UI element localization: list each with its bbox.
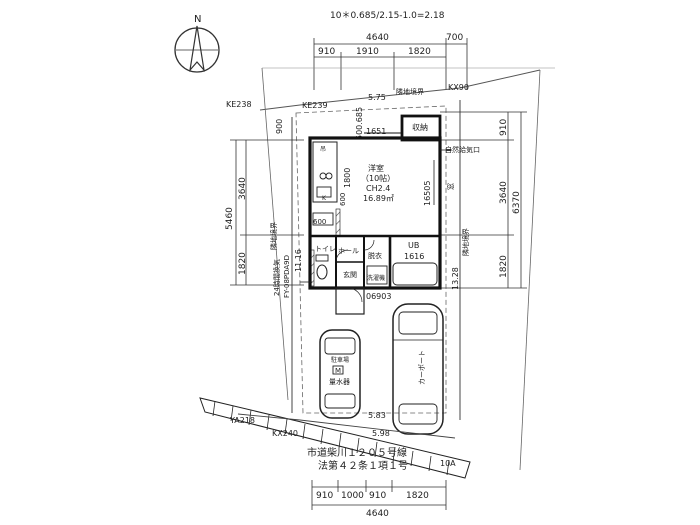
left-label-fan-model: FY-08PDA9D (283, 255, 291, 298)
length-bottom-outer: 5.98 (372, 429, 390, 438)
large-car-label: カーポート (418, 350, 426, 385)
length-top: 5.75 (368, 93, 386, 102)
right-dim-total: 6370 (512, 191, 522, 214)
left-dim-upper: 3640 (238, 177, 248, 200)
right-dim-top: 910 (499, 119, 509, 136)
right-dim-mid: 3640 (499, 181, 509, 204)
bottom-dim-seg4: 1820 (406, 491, 429, 501)
room-western-size: （10帖） (361, 173, 395, 183)
supply-vent-label: 自然給気口 (445, 145, 480, 154)
point-kx90: KX90 (448, 83, 469, 92)
room-western-name: 洋室 (368, 163, 384, 173)
top-neighbor-label: 隣地境界 (396, 87, 424, 96)
upper-cabinet-label: 吊 (320, 146, 326, 153)
point-ke238: KE238 (226, 100, 252, 109)
room-bath-name: UB (408, 241, 419, 250)
bottom-dim-total: 4640 (366, 509, 389, 519)
kitchen-label: K (322, 195, 327, 202)
side-dim-a: 900 (275, 119, 284, 134)
dim-1651: 1651 (366, 127, 386, 136)
top-dim-total: 4640 (366, 33, 389, 43)
room-dressing: 脱衣 (368, 251, 382, 260)
point-kx240: KX240 (272, 429, 298, 438)
bottom-dim-seg2: 1000 (341, 491, 364, 501)
header-note: 10＊0.685/2.15-1.0=2.18 (330, 11, 445, 21)
left-neighbor-label: 隣地境界 (269, 222, 278, 250)
north-compass-icon: N (174, 14, 220, 73)
room-entrance: 玄関 (343, 270, 357, 279)
road-name: 市道柴川１２０５号線 (307, 446, 407, 459)
room-hall: ホール (338, 247, 359, 255)
left-dim-lower: 1820 (238, 252, 248, 275)
room-toilet: トイレ (315, 245, 336, 253)
road-legal-note: 法第４２条１項１号 (318, 459, 408, 472)
right-outer-line (519, 69, 541, 471)
road-edge (199, 397, 471, 479)
bottom-dim-seg1: 910 (316, 491, 333, 501)
small-car-label: 駐車場 (331, 356, 349, 364)
left-dim-total: 5460 (225, 207, 235, 230)
bottom-dimensions (311, 480, 447, 510)
dim-600-b: 600 (339, 193, 347, 206)
compass-label: N (194, 14, 201, 25)
length-left-side: 11.16 (294, 249, 303, 272)
left-dimensions (230, 139, 304, 286)
dim-06903: 06903 (366, 292, 391, 301)
right-neighbor-label: 隣地境界 (461, 228, 470, 256)
room-storage: 収納 (412, 122, 428, 132)
side-dim-b: 500.685 (355, 107, 364, 140)
top-dim-seg2: 1910 (356, 47, 379, 57)
top-dimensions (313, 38, 468, 90)
left-label-ventilation: 24時間換気 (272, 259, 281, 296)
right-dimensions (440, 111, 527, 289)
small-car (319, 329, 361, 419)
room-bath-size: 1616 (404, 252, 424, 261)
meter-text: 量水器 (329, 377, 350, 386)
bottom-dim-seg3: 910 (369, 491, 386, 501)
point-ya218: YA218 (229, 416, 255, 425)
site-outline (295, 105, 447, 414)
window-label: 窓 (446, 183, 455, 190)
room-laundry: 洗濯機 (367, 274, 385, 282)
front-boundary-line (237, 413, 456, 439)
point-ke239: KE239 (302, 101, 328, 110)
point-10a: 10A (440, 459, 456, 468)
left-outer-line (261, 67, 289, 401)
dim-1800: 1800 (343, 168, 352, 188)
room-western-area: 16.89㎡ (363, 194, 394, 203)
top-dim-seg1: 910 (318, 47, 335, 57)
meter-label: M (335, 367, 341, 375)
dim-600-a: 600 (313, 218, 326, 226)
building (300, 114, 452, 315)
top-dim-seg3: 1820 (408, 47, 431, 57)
length-bottom-inner: 5.83 (368, 411, 386, 420)
dim-16505: 16505 (423, 181, 432, 206)
length-right-side: 13.28 (451, 267, 460, 290)
top-boundary-line (259, 69, 541, 111)
top-dim-right: 700 (446, 33, 463, 43)
room-western-ceiling: CH2.4 (366, 184, 390, 193)
right-dim-bottom: 1820 (499, 255, 509, 278)
